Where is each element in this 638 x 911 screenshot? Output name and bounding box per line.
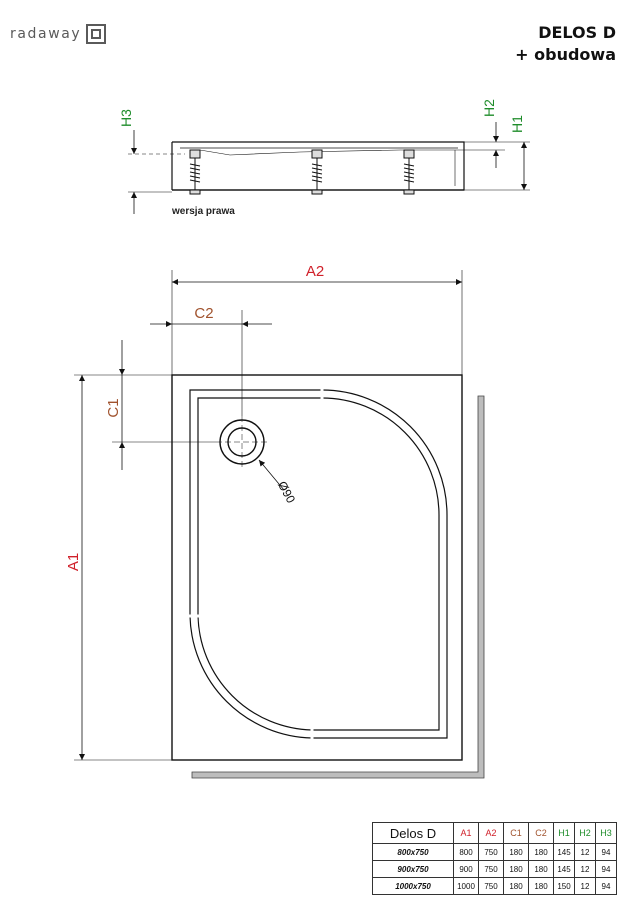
table-row: 900x750 900 750 180 180 145 12 94 (372, 860, 617, 878)
table-cell: 750 (478, 843, 504, 861)
table-header-c1: C1 (503, 822, 529, 844)
table-cell: 12 (574, 860, 596, 878)
drain-inner (227, 427, 257, 457)
label-a2: A2 (306, 263, 324, 280)
adjustable-foot (189, 149, 201, 195)
plan-view (74, 270, 485, 779)
product-title: DELOS D + obudowa (515, 22, 616, 66)
product-title-line2: + obudowa (515, 45, 616, 64)
brand-logo: radaway (10, 24, 107, 44)
table-cell: 180 (528, 860, 554, 878)
table-cell: 1000 (453, 877, 479, 895)
product-title-line1: DELOS D (538, 23, 616, 42)
table-header-a1: A1 (453, 822, 479, 844)
label-a1: A1 (65, 553, 82, 571)
table-row: 1000x750 1000 750 180 180 150 12 94 (372, 877, 617, 895)
table-header-h2: H2 (574, 822, 596, 844)
brand-square-icon (86, 24, 107, 44)
table-cell: 180 (503, 843, 529, 861)
side-view (128, 122, 530, 214)
table-cell: 900 (453, 860, 479, 878)
label-h3: H3 (118, 109, 134, 127)
basin-outer-edge (189, 389, 448, 739)
label-c1: C1 (105, 398, 122, 417)
tray-side-outline (172, 141, 465, 191)
table-cell: 94 (595, 843, 617, 861)
table-cell: 145 (553, 843, 575, 861)
enclosure-panel (191, 395, 485, 779)
adjustable-foot (311, 149, 323, 195)
brand-wordmark: radaway (10, 26, 82, 42)
table-cell: 800 (453, 843, 479, 861)
table-cell: 94 (595, 877, 617, 895)
table-cell: 180 (528, 843, 554, 861)
label-c2: C2 (194, 305, 213, 322)
side-view-version-label: wersja prawa (172, 206, 235, 217)
table-cell-size: 1000x750 (372, 877, 454, 895)
table-cell: 180 (503, 860, 529, 878)
table-cell: 12 (574, 843, 596, 861)
adjustable-foot (403, 149, 415, 195)
table-cell: 750 (478, 877, 504, 895)
basin-inner-edge (197, 397, 440, 731)
tray-outline (171, 374, 463, 761)
table-header-c2: C2 (528, 822, 554, 844)
table-header-row: Delos D A1 A2 C1 C2 H1 H2 H3 (372, 822, 617, 844)
label-h1: H1 (509, 115, 525, 133)
table-header-model: Delos D (372, 822, 454, 844)
label-drain-diameter: Ø90 (275, 479, 298, 506)
table-cell: 94 (595, 860, 617, 878)
table-row: 800x750 800 750 180 180 145 12 94 (372, 843, 617, 861)
table-cell: 12 (574, 877, 596, 895)
label-h2: H2 (481, 99, 497, 117)
table-cell: 180 (503, 877, 529, 895)
table-cell: 150 (553, 877, 575, 895)
table-cell-size: 800x750 (372, 843, 454, 861)
table-header-h1: H1 (553, 822, 575, 844)
table-header-a2: A2 (478, 822, 504, 844)
table-cell: 145 (553, 860, 575, 878)
table-cell: 750 (478, 860, 504, 878)
dimensions-table: Delos D A1 A2 C1 C2 H1 H2 H3 800x750 800… (372, 822, 617, 895)
table-cell-size: 900x750 (372, 860, 454, 878)
table-header-h3: H3 (595, 822, 617, 844)
table-cell: 180 (528, 877, 554, 895)
